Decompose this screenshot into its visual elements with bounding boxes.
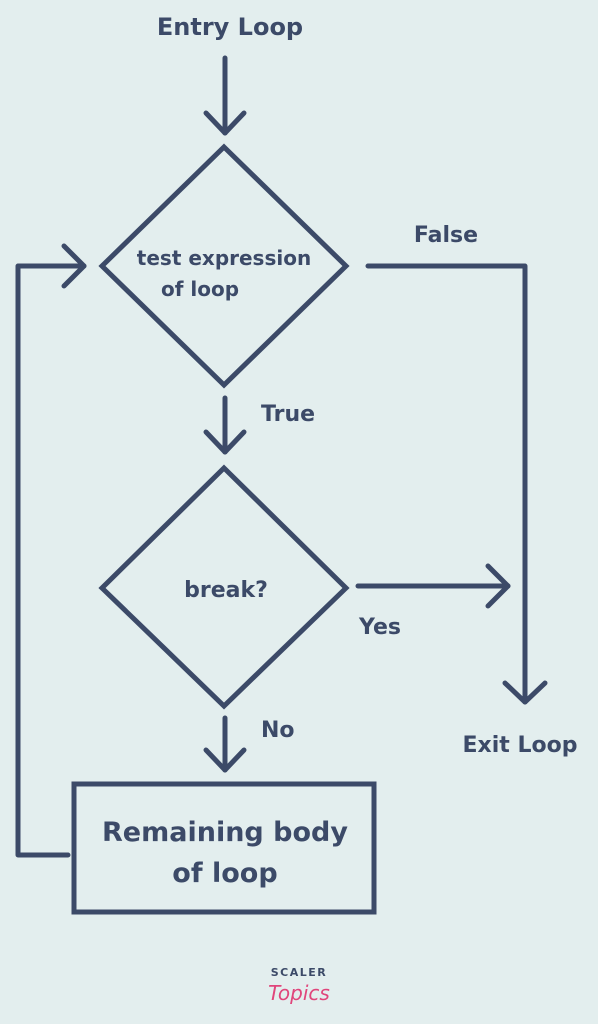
test-expression-label-line1: test expression bbox=[137, 246, 311, 270]
logo-scaler-text: SCALER bbox=[271, 966, 328, 979]
test-expression-label-line2: of loop bbox=[161, 277, 239, 301]
remaining-body-label-line1: Remaining body bbox=[102, 817, 348, 848]
entry-arrow bbox=[203, 55, 247, 136]
scaler-topics-logo: SCALER Topics bbox=[268, 966, 330, 1005]
no-label: No bbox=[261, 718, 295, 743]
entry-loop-label: Entry Loop bbox=[157, 13, 303, 41]
remaining-body-box bbox=[71, 781, 377, 915]
remaining-body-label-line2: of loop bbox=[172, 858, 277, 889]
exit-loop-label: Exit Loop bbox=[463, 733, 578, 758]
break-diamond bbox=[98, 464, 350, 710]
no-arrow bbox=[203, 715, 247, 773]
loop-back-arrow bbox=[15, 243, 87, 858]
break-label: break? bbox=[184, 578, 268, 603]
false-branch-line bbox=[365, 263, 548, 705]
test-expression-diamond bbox=[98, 143, 350, 389]
false-label: False bbox=[414, 223, 478, 248]
logo-topics-text: Topics bbox=[268, 981, 330, 1005]
yes-arrow bbox=[355, 563, 511, 609]
yes-label: Yes bbox=[358, 615, 401, 640]
true-arrow bbox=[203, 395, 247, 455]
true-label: True bbox=[261, 402, 315, 427]
